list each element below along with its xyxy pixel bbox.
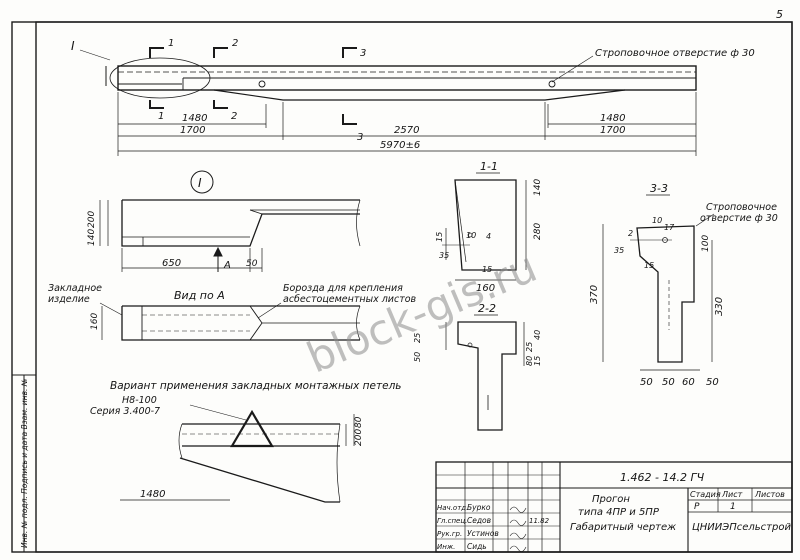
- date: 11.82: [529, 517, 550, 525]
- s3-dim-50a: 50: [640, 377, 653, 388]
- view-arrow-A: A: [223, 260, 231, 271]
- section-2-2-title: 2-2: [478, 302, 496, 315]
- s1-dim-15: 15: [435, 232, 444, 242]
- s1-dim-35: 35: [439, 251, 449, 260]
- s1-dim-15b: 15: [482, 265, 492, 274]
- s3-dim-60: 60: [682, 377, 695, 388]
- elevation-dimensions: [117, 92, 697, 156]
- section-1-1-title: 1-1: [480, 160, 498, 173]
- name-2: Седов: [467, 516, 491, 525]
- signatures: [509, 506, 527, 552]
- detail-I-marker: [190, 170, 214, 194]
- section-mark-3-bottom: 3: [357, 132, 363, 143]
- s2-dim-80: 80: [525, 356, 534, 366]
- s2-dim-25: 25: [413, 333, 422, 343]
- section-mark-1-bottom: 1: [158, 111, 164, 122]
- groove-label-2: асбестоцементных листов: [283, 294, 417, 305]
- detail-I-label: I: [198, 176, 202, 190]
- section-1-1-drawing: [442, 179, 527, 281]
- s3-dim-2: 2: [628, 229, 633, 238]
- s2-dim-40: 40: [533, 330, 542, 340]
- lifting-hole-label: Строповочное отверстие ф 30: [595, 48, 755, 59]
- section-3-3-title: 3-3: [650, 182, 668, 195]
- s3-hole-label-1: Строповочное: [706, 202, 777, 213]
- section-3-3-drawing: [602, 213, 715, 371]
- detail-I-dim-650: 650: [162, 258, 181, 269]
- loop-dim-200: 200: [354, 429, 364, 446]
- stage-header: Стадия: [690, 490, 721, 499]
- organization: ЦНИИЭПсельстрой: [692, 522, 791, 533]
- title-block: [435, 461, 793, 553]
- role-3: Рук.гр.: [437, 530, 462, 538]
- dim-1480-right: 1480: [600, 113, 625, 124]
- section-mark-2-top: 2: [232, 38, 238, 49]
- detail-I-dim-50: 50: [246, 259, 258, 269]
- s3-dim-17: 17: [664, 223, 675, 232]
- view-a-title: Вид по А: [174, 289, 225, 302]
- s2-dim-25b: 25: [525, 342, 534, 352]
- s3-dim-100: 100: [701, 235, 711, 252]
- title-line-1: Прогон: [592, 494, 630, 505]
- dim-1480-left: 1480: [182, 113, 207, 124]
- role-4: Инж.: [437, 543, 455, 551]
- dim-1700-right: 1700: [600, 125, 625, 136]
- sheet-frame: [11, 21, 793, 553]
- s1-dim-4: 4: [486, 232, 491, 241]
- purlin-elevation: [79, 49, 697, 101]
- s2-dim-15: 15: [533, 356, 542, 366]
- detail-I-dim-140: 140: [87, 229, 97, 246]
- s3-dim-10: 10: [652, 216, 662, 225]
- role-1: Нач.отд.: [437, 504, 468, 512]
- s1-dim-10: 10: [466, 231, 476, 240]
- page-number: 5: [776, 8, 783, 21]
- stage-value: Р: [694, 502, 700, 512]
- detail-I-dim-200: 200: [87, 211, 97, 228]
- s3-dim-15: 15: [644, 261, 654, 270]
- loop-variant-drawing: [120, 404, 355, 503]
- groove-label-1: Борозда для крепления: [283, 283, 403, 294]
- s3-dim-330: 330: [714, 297, 725, 316]
- section-mark-2-bottom: 2: [231, 111, 237, 122]
- s3-dim-50c: 50: [706, 377, 719, 388]
- dim-1700-left: 1700: [180, 125, 205, 136]
- dim-5970: 5970±6: [380, 140, 420, 151]
- sheets-header: Листов: [754, 490, 785, 499]
- detail-I-drawing: [99, 199, 361, 272]
- loop-ref-2: Серия 3.400-7: [90, 406, 160, 417]
- section-cuts: [149, 47, 357, 125]
- drawing-code: 1.462 - 14.2 ГЧ: [620, 471, 705, 484]
- embedded-part-label-1: Закладное: [48, 283, 102, 294]
- role-2: Гл.спец.: [437, 517, 467, 525]
- view-a-drawing: [99, 302, 361, 341]
- section-mark-3-top: 3: [360, 48, 366, 59]
- sheet-header: Лист: [721, 490, 743, 499]
- view-a-dim-160: 160: [90, 313, 100, 330]
- detail-callout-I: I: [71, 39, 75, 53]
- dim-2570: 2570: [394, 125, 419, 136]
- s3-dim-50b: 50: [662, 377, 675, 388]
- s1-dim-140: 140: [533, 179, 543, 196]
- section-2-2-drawing: [445, 321, 525, 431]
- loop-variant-title: Вариант применения закладных монтажных п…: [110, 380, 401, 392]
- s1-dim-160: 160: [476, 283, 495, 294]
- embedded-part-label-2: изделие: [48, 294, 90, 305]
- s3-hole-label-2: отверстие ф 30: [700, 213, 778, 224]
- s3-dim-370: 370: [589, 285, 600, 304]
- loop-dim-80: 80: [354, 416, 364, 428]
- name-4: Сидь: [467, 542, 487, 551]
- title-line-2: типа 4ПР и 5ПР: [578, 507, 660, 518]
- loop-ref-1: Н8-100: [122, 395, 157, 406]
- side-stamp: Инв. № подл. Подпись и дата Взам. инв. №: [20, 378, 29, 548]
- title-line-3: Габаритный чертеж: [570, 521, 676, 533]
- loop-dim-1480: 1480: [140, 489, 165, 500]
- s1-dim-280: 280: [533, 223, 543, 240]
- s3-dim-35: 35: [614, 246, 624, 255]
- s2-dim-50: 50: [413, 352, 422, 362]
- section-mark-1-top: 1: [168, 38, 174, 49]
- name-3: Устинов: [467, 529, 499, 538]
- name-1: Бурко: [467, 503, 491, 512]
- sheet-value: 1: [730, 502, 736, 512]
